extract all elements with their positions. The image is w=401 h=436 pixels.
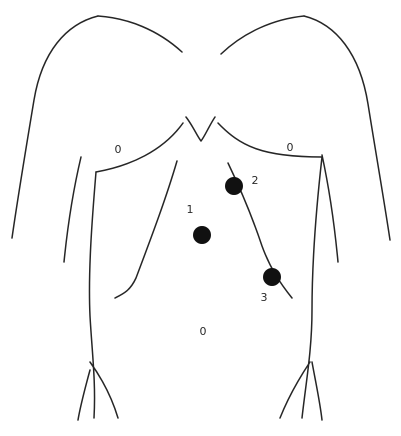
- left-collarbone: [96, 123, 183, 172]
- point-1-marker: [193, 226, 211, 244]
- point-2-label: 2: [252, 174, 259, 187]
- left-shoulder-arm-outline: [12, 16, 98, 238]
- torso-left-side: [89, 172, 96, 418]
- left-inner-arm-line: [64, 157, 81, 262]
- point-3-marker: [263, 268, 281, 286]
- left-costal-label: 0: [115, 143, 122, 156]
- right-costal-label: 0: [287, 141, 294, 154]
- torso-right-side: [302, 157, 322, 418]
- point-3-label: 3: [261, 291, 268, 304]
- point-1-label: 1: [187, 203, 194, 216]
- right-hip-outline: [312, 362, 322, 420]
- right-inner-arm-line: [322, 155, 338, 262]
- right-neck-shoulder-line: [221, 16, 304, 54]
- sternal-notch: [186, 117, 215, 141]
- point-2-marker: [225, 177, 243, 195]
- right-collarbone: [218, 123, 322, 157]
- left-rib-line: [115, 161, 177, 298]
- left-hip-outline: [78, 370, 90, 420]
- navel-label: 0: [200, 325, 207, 338]
- left-neck-shoulder-line: [98, 16, 182, 52]
